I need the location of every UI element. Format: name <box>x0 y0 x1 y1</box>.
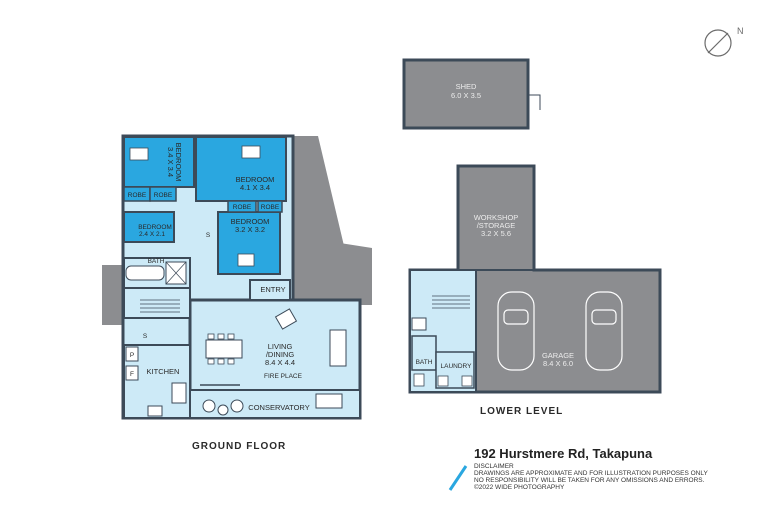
lower-bath-label: BATH <box>416 359 433 366</box>
robe-3 <box>227 200 257 213</box>
bedroom1-dim: 3.4 X 3.4 <box>166 147 175 177</box>
garage-label: GARAGE <box>542 351 574 360</box>
sofa <box>329 329 347 367</box>
robe-label-4: ROBE <box>261 204 280 211</box>
stair-hall <box>123 287 191 319</box>
robe-4 <box>257 200 283 213</box>
bathtub <box>125 265 165 281</box>
bedroom-2 <box>195 136 287 202</box>
bedroom-1 <box>123 136 195 188</box>
workshop-dim: 3.2 X 5.6 <box>481 229 511 238</box>
shed-dim: 6.0 X 3.5 <box>451 91 481 100</box>
lower-level-title: LOWER LEVEL <box>480 406 564 417</box>
pantry-label: P <box>130 352 134 359</box>
bedroom3-dim: 3.2 X 3.2 <box>235 225 265 234</box>
conservatory-label: CONSERVATORY <box>248 403 309 412</box>
lower-level-plan: WORKSHOP /STORAGE 3.2 X 5.6 GARAGE 8.4 X… <box>408 164 662 394</box>
disclaimer-heading: DISCLAIMER <box>474 463 514 470</box>
robe-label-3: ROBE <box>233 204 252 211</box>
fireplace-label: FIRE PLACE <box>264 373 303 380</box>
dining-table <box>205 339 243 359</box>
steps-area <box>340 243 372 305</box>
disclaimer-line-1: DRAWINGS ARE APPROXIMATE AND FOR ILLUSTR… <box>474 470 708 477</box>
laundry-label: LAUNDRY <box>441 363 473 370</box>
ground-floor-plan: BEDROOM 3.4 X 3.4 BEDROOM 4.1 X 3.4 BEDR… <box>102 134 372 420</box>
sink <box>147 405 163 417</box>
compass-letter: N <box>737 26 744 36</box>
living-dim: 8.4 X 4.4 <box>265 358 295 367</box>
side-deck <box>102 265 124 325</box>
bedroom4-dim: 2.4 X 2.1 <box>139 231 165 238</box>
bedroom3-label: BEDROOM <box>231 217 270 226</box>
property-address: 192 Hurstmere Rd, Takapuna <box>474 446 653 461</box>
disclaimer-line-3: ©2022 WIDE PHOTOGRAPHY <box>474 484 565 491</box>
bedroom2-dim: 4.1 X 3.4 <box>240 183 270 192</box>
logo-mark-icon <box>448 465 468 491</box>
workshop-label-2: /STORAGE <box>477 221 516 230</box>
garage-dim: 8.4 X 6.0 <box>543 359 573 368</box>
lower-stairs <box>432 295 470 309</box>
cars <box>497 291 623 371</box>
pantry <box>125 346 139 362</box>
living-label-2: /DINING <box>266 350 295 359</box>
robe-label-1: ROBE <box>128 192 147 199</box>
shed <box>402 58 530 130</box>
disclaimer-line-2: NO RESPONSIBILITY WILL BE TAKEN FOR ANY … <box>474 477 705 484</box>
kitchen-label: KITCHEN <box>147 367 180 376</box>
living-label: LIVING <box>268 342 293 351</box>
fridge <box>125 365 139 381</box>
stairs <box>140 299 180 313</box>
shed-label: SHED <box>456 82 477 91</box>
deck-area <box>290 136 358 305</box>
cooktop <box>171 382 187 404</box>
bedroom1-label: BEDROOM <box>174 143 183 182</box>
bedroom-4 <box>123 211 175 243</box>
shed-plan: SHED 6.0 X 3.5 <box>402 58 541 130</box>
entry-label: ENTRY <box>260 285 285 294</box>
bedroom2-label: BEDROOM <box>236 175 275 184</box>
lower-bath <box>411 335 437 371</box>
shed-door <box>528 94 541 110</box>
storage-s-1: S <box>206 232 211 239</box>
robe-label-2: ROBE <box>154 192 173 199</box>
bedroom4-label: BEDROOM <box>138 224 172 231</box>
entry <box>249 279 291 301</box>
armchair <box>274 308 298 330</box>
robe-2 <box>149 186 177 202</box>
ground-floor-title: GROUND FLOOR <box>192 441 287 452</box>
fridge-label: F <box>130 371 134 378</box>
storage-s-2: S <box>143 333 148 340</box>
bath-label: BATH <box>148 258 165 265</box>
compass-icon: N <box>704 26 744 57</box>
workshop-label: WORKSHOP <box>474 213 519 222</box>
